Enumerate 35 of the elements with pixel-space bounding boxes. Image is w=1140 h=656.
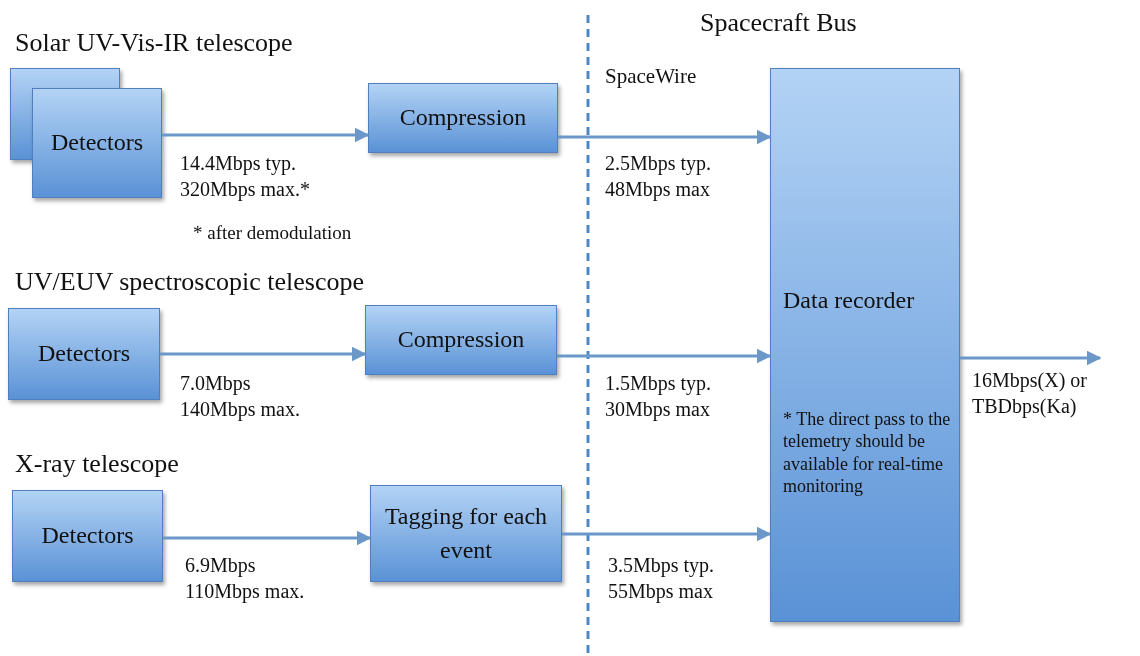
arrow [163,530,372,546]
box-label: Detectors [37,339,131,369]
process-box [8,308,160,400]
arrow [162,127,370,143]
process-box [12,490,163,582]
arrow [562,526,772,542]
edge-label: 16Mbps(X) or TBDbps(Ka) [972,368,1088,419]
edge-label: 1.5Mbps typ. 30Mbps max [605,371,713,422]
edge-label: 2.5Mbps typ. 48Mbps max [605,151,713,202]
arrow [160,346,367,362]
process-box [368,83,558,153]
process-box [370,485,562,582]
stacked-boxes [10,68,162,198]
section-heading: Solar UV-Vis-IR telescope [15,28,293,58]
edge-label: 7.0Mbps 140Mbps max. [180,371,301,422]
arrow [960,350,1102,366]
box-label: Compression [396,325,526,355]
edge-label: 14.4Mbps typ. 320Mbps max.* [180,151,311,202]
arrow [558,129,772,145]
section-heading: X-ray telescope [15,449,179,479]
box-label: Detectors [50,128,144,158]
note-text: * The direct pass to the telemetry should be available for real-time monitoring [783,407,952,498]
footnote: * after demodulation [193,222,352,244]
box-label: Detectors [40,521,135,551]
edge-label: 3.5Mbps typ. 55Mbps max [608,553,716,604]
box-label: Data recorder [783,286,916,315]
recorder-box [770,68,960,622]
section-heading: Spacecraft Bus [700,8,857,38]
section-heading: SpaceWire [605,64,697,89]
process-box [365,305,557,375]
section-heading: UV/EUV spectroscopic telescope [15,267,364,297]
edge-label: 6.9Mbps 110Mbps max. [185,553,306,604]
box-label: Tagging for each event [383,501,549,565]
box-label: Compression [398,103,528,133]
arrow [557,348,772,364]
